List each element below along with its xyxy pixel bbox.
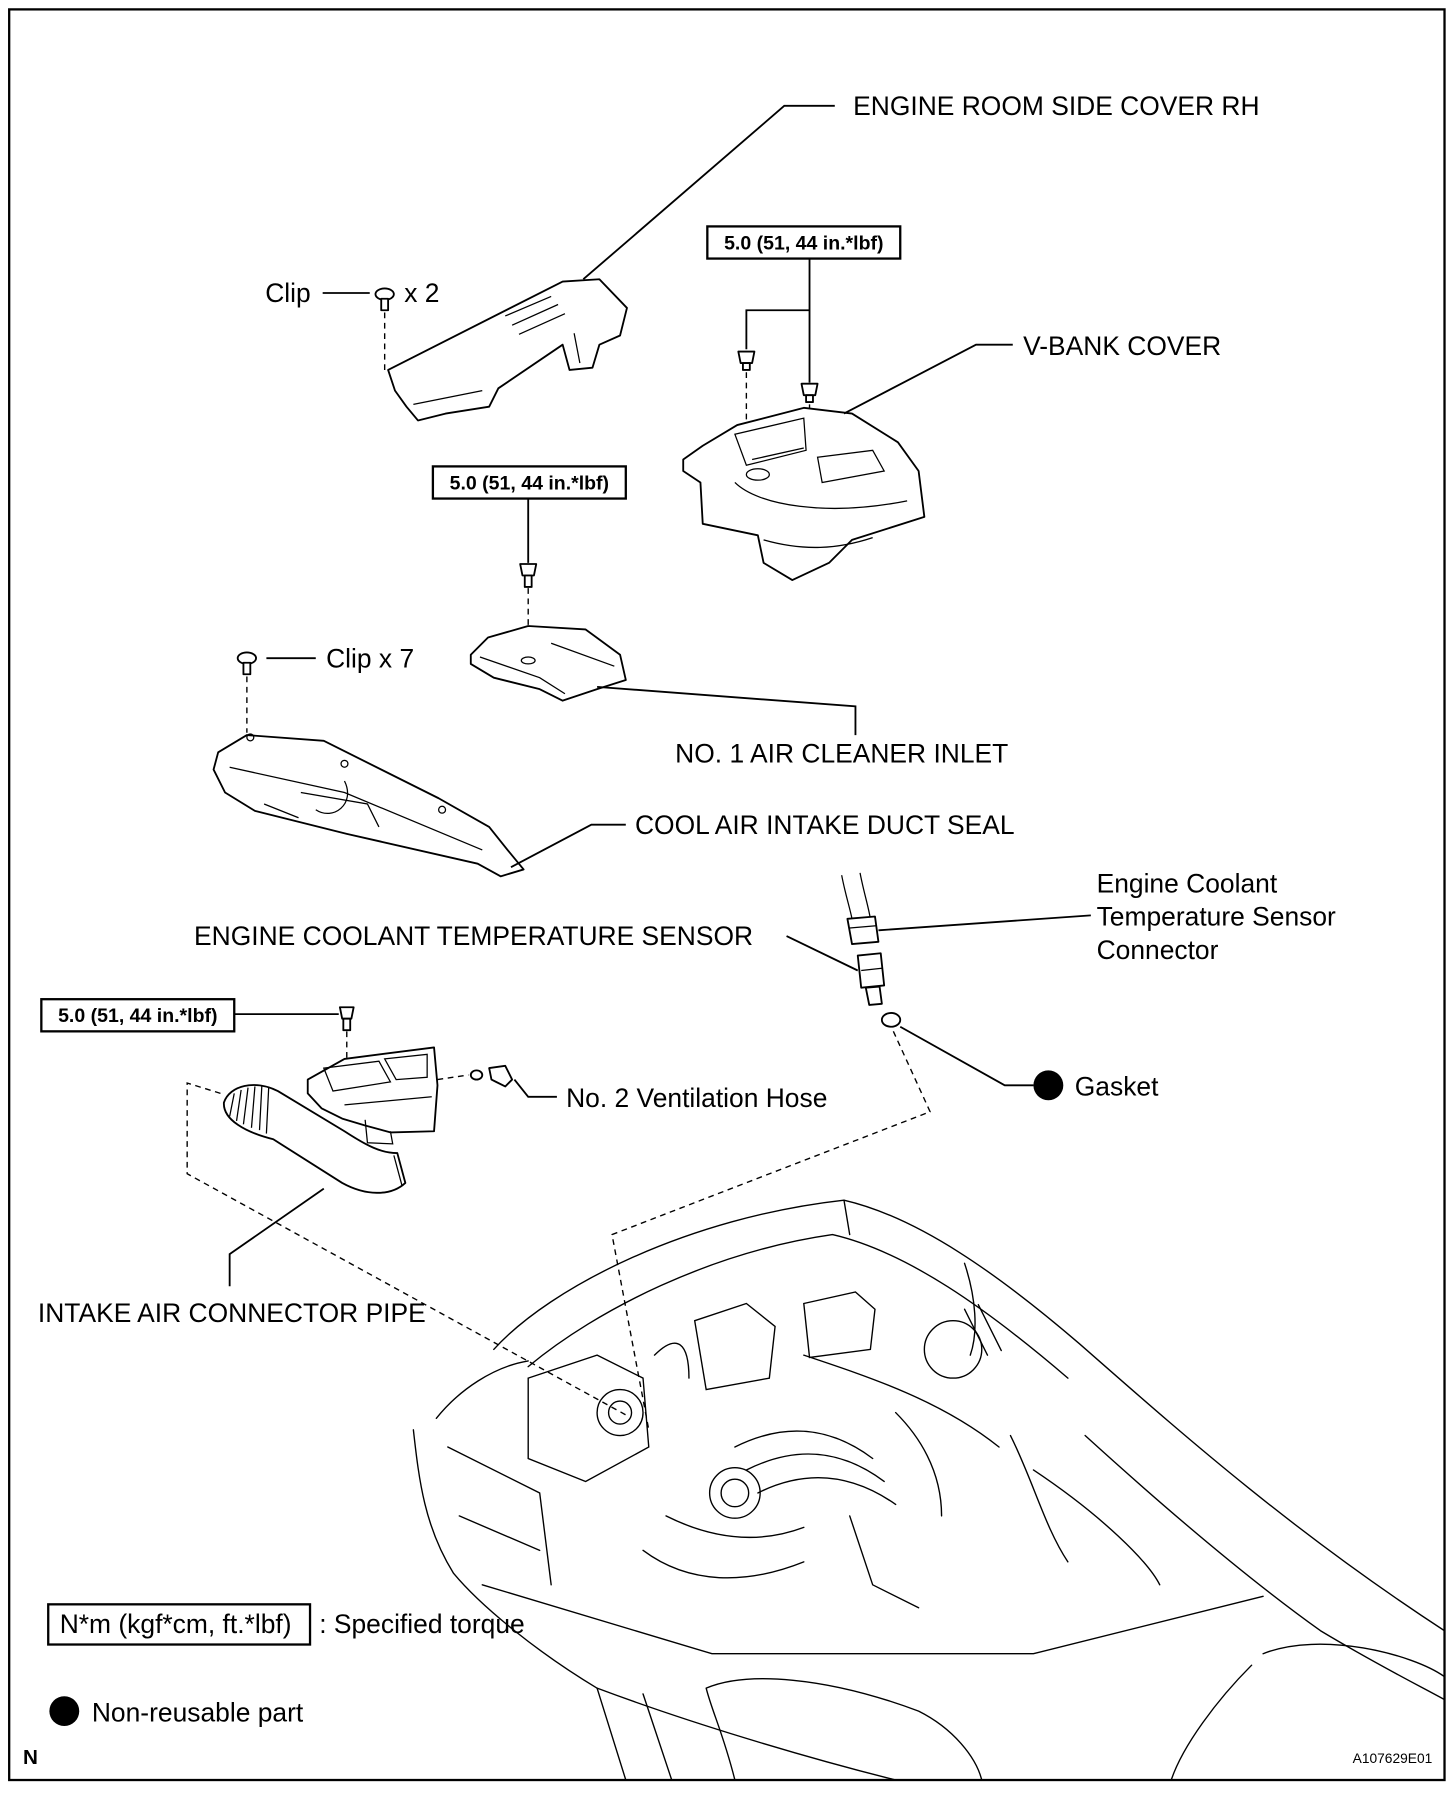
ect-connector-label-line-1: Engine Coolant <box>1097 868 1278 898</box>
legend-non-reusable: Non-reusable part <box>49 1696 304 1727</box>
torque-box-v-bank: 5.0 (51, 44 in.*lbf) <box>706 225 902 260</box>
intake-air-connector-pipe <box>222 1046 439 1194</box>
v-bank-leader <box>843 343 1013 415</box>
ect-connector-label-line-3: Connector <box>1097 935 1219 965</box>
ect-sensor-leader <box>786 935 859 972</box>
clip-count-label: x 2 <box>404 278 439 308</box>
ect-sensor <box>856 952 886 1006</box>
bolt-icon <box>519 563 538 588</box>
intake-pipe-leader <box>228 1187 325 1287</box>
ventilation-hose <box>469 1064 514 1088</box>
engine-room-side-cover <box>387 278 628 422</box>
side-cover-leader <box>582 104 835 280</box>
duct-seal-label: COOL AIR INTAKE DUCT SEAL <box>635 810 1015 840</box>
corner-mark: N <box>23 1746 38 1769</box>
duct-seal-leader <box>510 823 626 868</box>
air-cleaner-inlet-label: NO. 1 AIR CLEANER INLET <box>675 739 1008 769</box>
legend-torque: N*m (kgf*cm, ft.*lbf) : Specified torque <box>47 1603 525 1646</box>
air-cleaner-inlet <box>469 625 627 702</box>
clip-label: Clip <box>265 278 311 308</box>
ventilation-hose-label: No. 2 Ventilation Hose <box>566 1083 827 1113</box>
intake-pipe-label: INTAKE AIR CONNECTOR PIPE <box>38 1298 426 1328</box>
v-bank-cover <box>682 406 926 581</box>
torque-value-v-bank: 5.0 (51, 44 in.*lbf) <box>724 232 883 254</box>
intake-pipe-dashed-outline <box>186 1082 627 1416</box>
ventilation-hose-leader <box>513 1079 557 1098</box>
bolt-icon <box>338 1006 355 1032</box>
torque-value-intake-pipe: 5.0 (51, 44 in.*lbf) <box>58 1005 217 1027</box>
figure-code: A107629E01 <box>1353 1751 1433 1766</box>
legend-torque-text: : Specified torque <box>319 1609 525 1639</box>
clip-x7-label: Clip x 7 <box>326 643 414 673</box>
gasket-ring <box>880 1012 902 1028</box>
gasket-dashed-line <box>611 1031 932 1430</box>
ventilation-hose-dashed-line <box>437 1074 469 1081</box>
ect-connector-leader <box>878 914 1091 932</box>
ect-connector-label-line-2: Temperature Sensor <box>1097 902 1336 932</box>
v-bank-cover-label: V-BANK COVER <box>1023 331 1221 361</box>
cool-air-intake-duct-seal <box>212 733 525 878</box>
non-reusable-dot <box>49 1696 80 1727</box>
engine-bay-illustration <box>412 1199 1446 1781</box>
torque-box-air-cleaner-inlet: 5.0 (51, 44 in.*lbf) <box>431 465 627 500</box>
bolt-icon <box>737 350 756 371</box>
inlet-leader <box>597 685 857 736</box>
gasket-leader <box>899 1025 1034 1087</box>
engine-room-side-cover-label: ENGINE ROOM SIDE COVER RH <box>853 91 1259 121</box>
legend-torque-unit: N*m (kgf*cm, ft.*lbf) <box>60 1609 292 1639</box>
diagram-frame <box>8 8 1446 1782</box>
torque-box-intake-pipe: 5.0 (51, 44 in.*lbf) <box>40 998 236 1033</box>
gasket-label: Gasket <box>1075 1072 1159 1102</box>
ect-sensor-connector <box>841 872 880 945</box>
v-bank-torque-leader <box>745 258 811 383</box>
ect-sensor-label: ENGINE COOLANT TEMPERATURE SENSOR <box>194 921 753 951</box>
torque-value-air-cleaner-inlet: 5.0 (51, 44 in.*lbf) <box>450 472 609 494</box>
legend-non-reusable-text: Non-reusable part <box>92 1697 304 1727</box>
clip-icon <box>236 651 257 676</box>
non-reusable-dot <box>1033 1070 1064 1101</box>
clip-icon <box>374 287 395 312</box>
bolt-icon <box>800 382 819 404</box>
